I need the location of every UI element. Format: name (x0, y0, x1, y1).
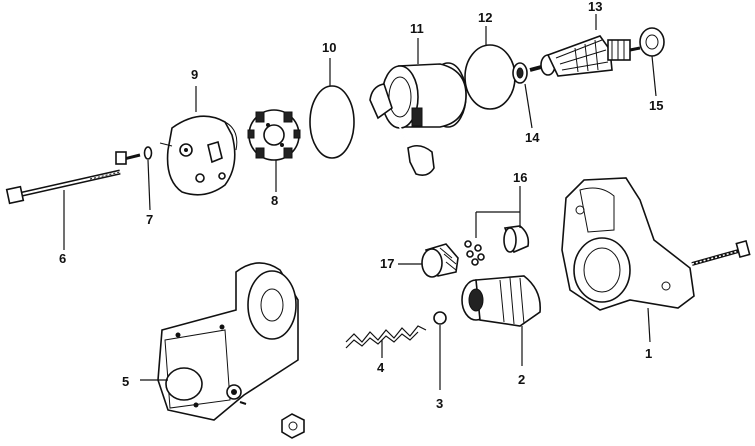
callout-3: 3 (436, 396, 443, 411)
bearing-part-14 (512, 62, 528, 84)
armature-part-13 (529, 35, 641, 77)
starter-housing-part-5 (157, 262, 299, 421)
callout-15: 15 (649, 98, 663, 113)
starter-clutch-part-2 (461, 275, 541, 327)
callout-10: 10 (322, 40, 336, 55)
leader-lines (63, 14, 657, 390)
o-ring-part-10 (309, 85, 355, 159)
callout-16: 16 (513, 170, 527, 185)
housing-bolt (691, 239, 751, 266)
callout-12: 12 (478, 10, 492, 25)
callout-6: 6 (59, 251, 66, 266)
callout-11: 11 (410, 21, 424, 36)
idle-gear-part-17 (421, 243, 459, 278)
callout-1: 1 (645, 346, 652, 361)
bearing-part-15 (639, 27, 665, 57)
callout-7: 7 (146, 212, 153, 227)
callout-13: 13 (588, 0, 602, 14)
field-frame-part-11 (369, 62, 467, 176)
callout-8: 8 (271, 193, 278, 208)
callout-14: 14 (525, 130, 540, 145)
clutch-rollers-part-16 (464, 225, 530, 266)
through-bolt-part-6 (5, 169, 121, 205)
spring-part-4 (345, 325, 427, 349)
end-frame-part-9 (159, 115, 238, 196)
callout-2: 2 (518, 372, 525, 387)
steel-ball-part-3 (433, 311, 447, 325)
brush-holder-part-8 (247, 109, 301, 161)
callout-17: 17 (380, 256, 394, 271)
o-ring-part-12 (464, 44, 516, 110)
nut (281, 413, 305, 439)
callout-4: 4 (377, 360, 385, 375)
screw-and-washer-part-7 (115, 146, 153, 165)
callout-9: 9 (191, 67, 198, 82)
callout-5: 5 (122, 374, 129, 389)
callout-labels: 1 2 3 4 5 6 7 8 9 10 11 12 13 14 15 16 1… (59, 0, 663, 411)
drive-housing-part-1 (561, 177, 695, 311)
